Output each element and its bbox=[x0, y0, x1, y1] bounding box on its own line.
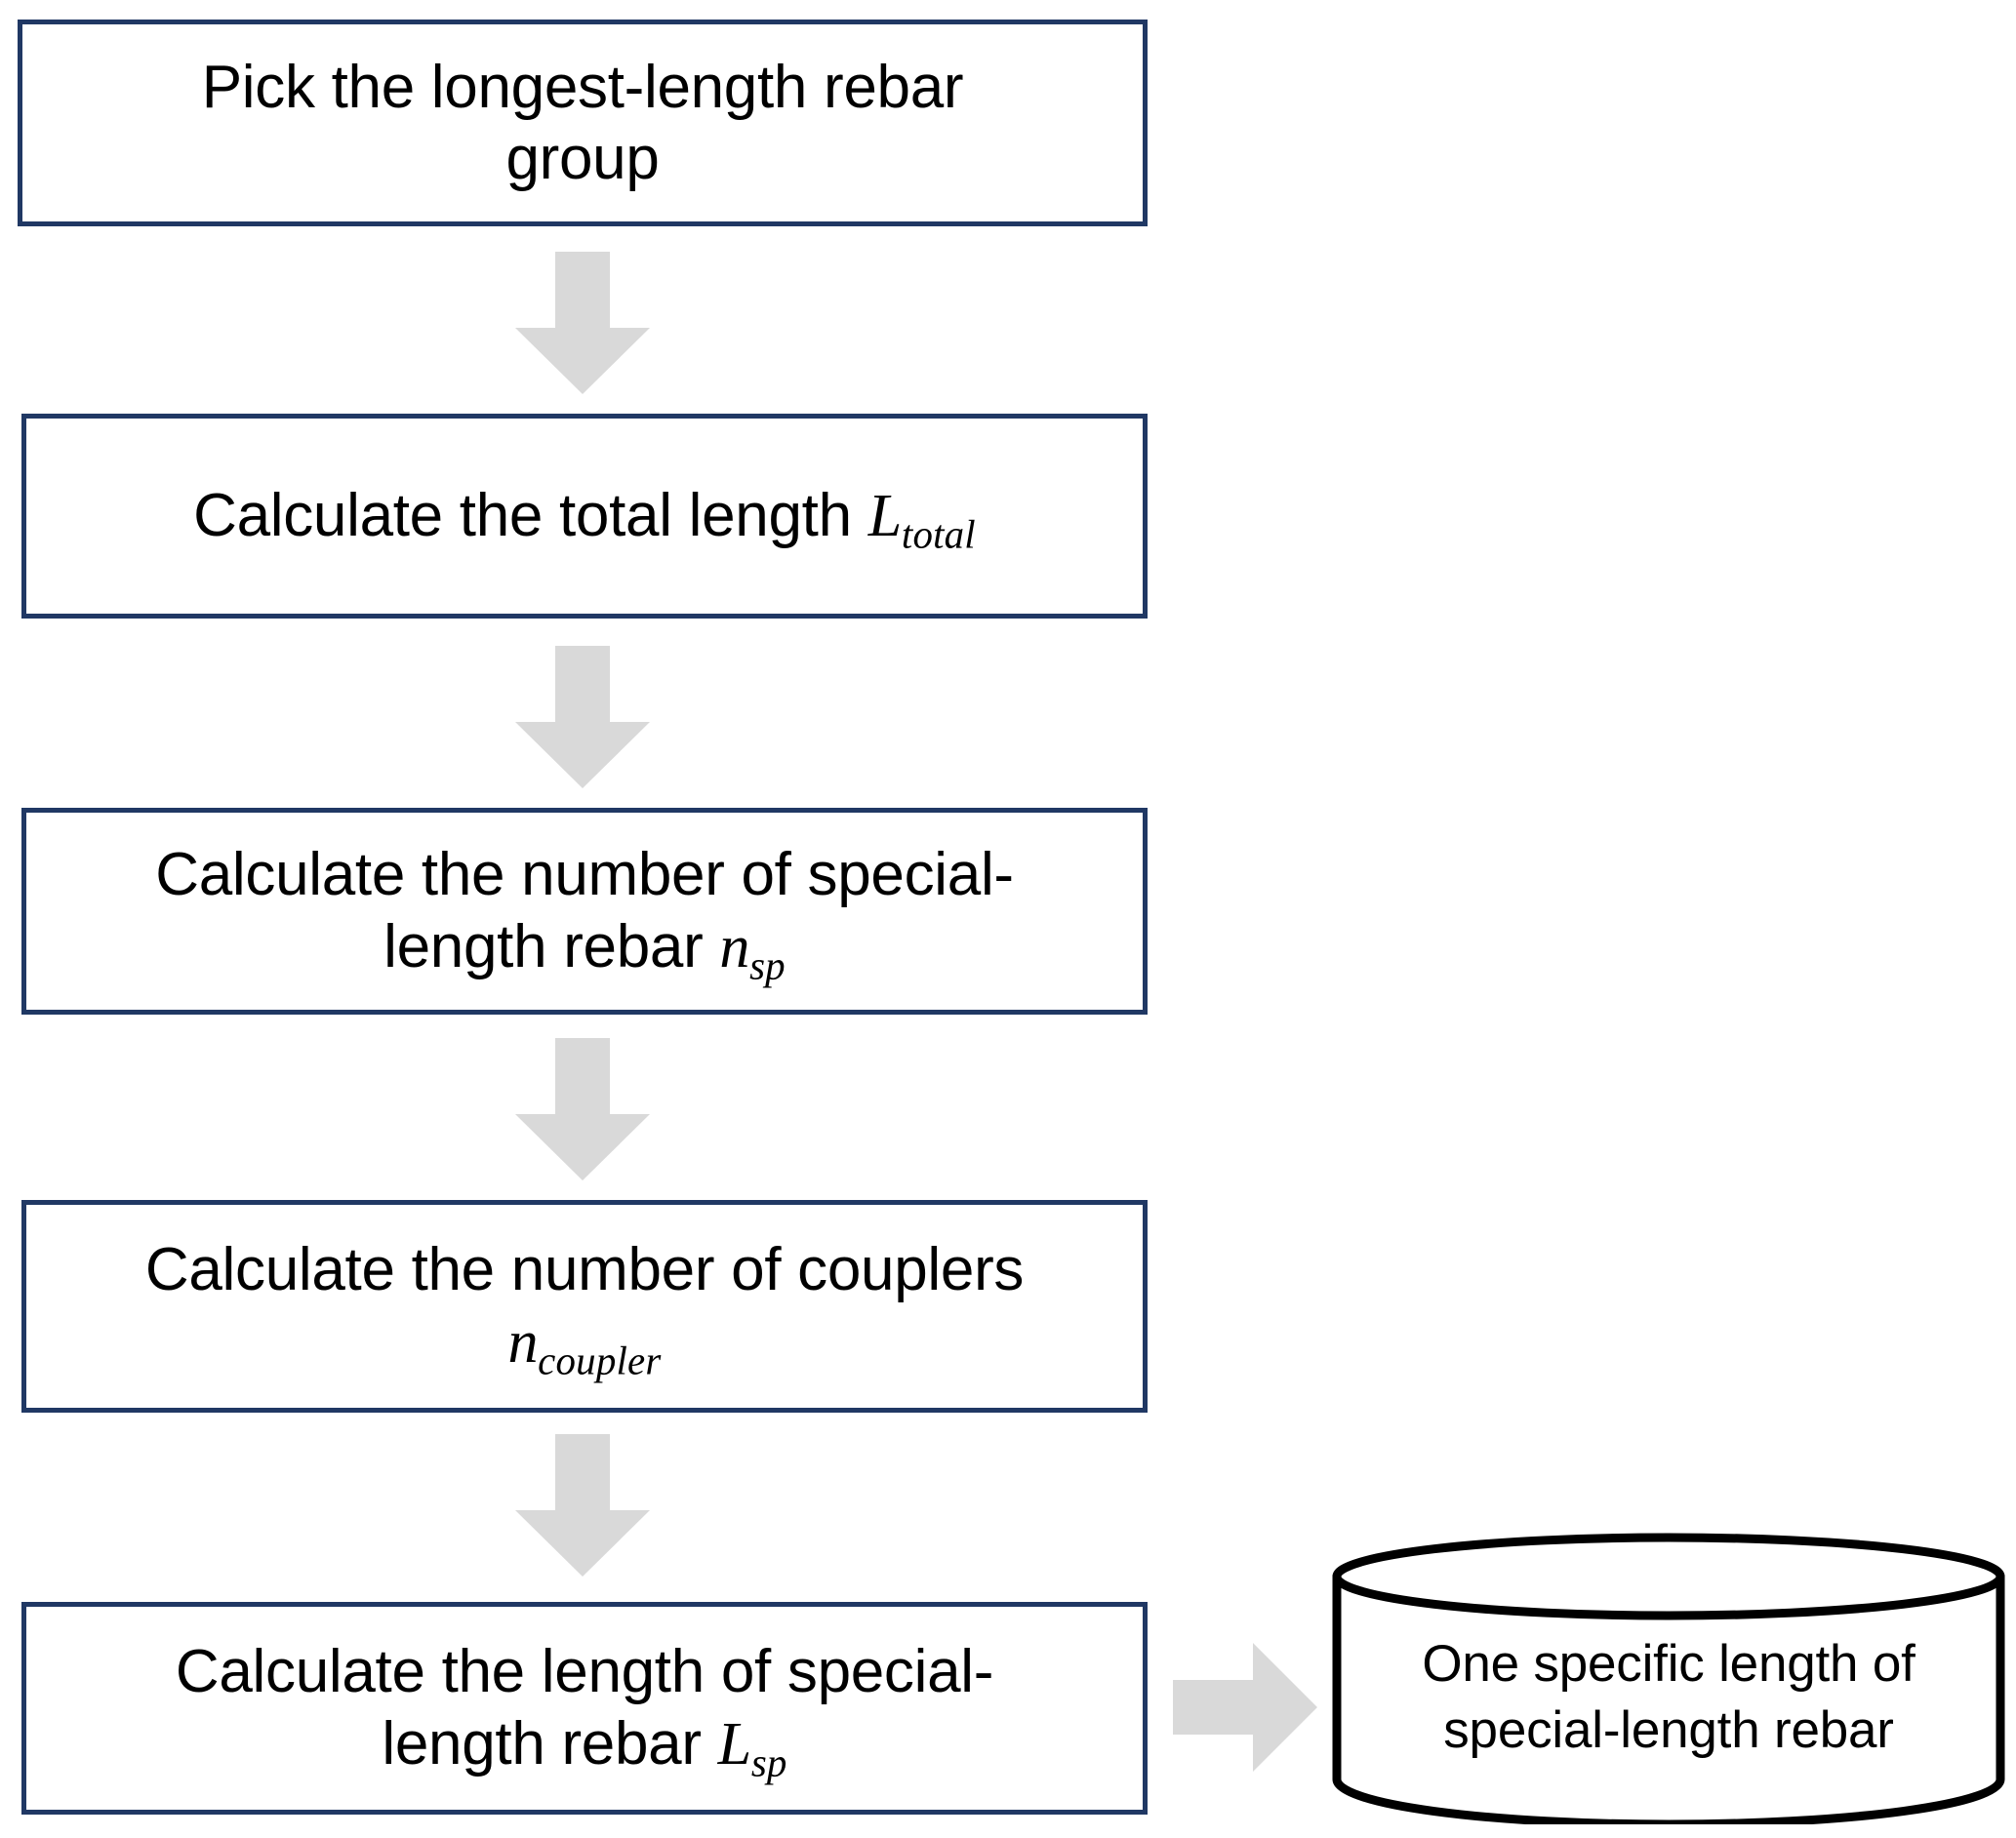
arrow-down-icon-nsp-to-ncoupler bbox=[515, 1038, 650, 1180]
arrow-down-icon-total-to-nsp bbox=[515, 646, 650, 788]
math-subscript-total: total bbox=[901, 512, 976, 557]
arrow-down-icon-pick-to-total bbox=[515, 252, 650, 394]
arrow-right-icon-lsp-to-output bbox=[1173, 1643, 1317, 1772]
flowchart-node-pick-longest-rebar-group[interactable]: Pick the longest-length rebar group bbox=[18, 20, 1148, 226]
node-label-pick: Pick the longest-length rebar group bbox=[201, 53, 964, 192]
math-base-n: n bbox=[507, 1308, 539, 1376]
node-label-lsp-text: Calculate the length of special- length … bbox=[175, 1638, 994, 1778]
math-subscript-sp: sp bbox=[749, 942, 786, 987]
flowchart-node-output-datastore[interactable] bbox=[1329, 1532, 2008, 1824]
math-base-l: L bbox=[867, 482, 902, 549]
node-label-total-text: Calculate the total length bbox=[193, 481, 868, 549]
node-label-output-datastore: One specific length of special-length re… bbox=[1422, 1635, 1915, 1759]
math-subscript-coupler: coupler bbox=[538, 1338, 662, 1382]
math-symbol-l-total: Ltotal bbox=[867, 482, 976, 554]
node-label-ncoupler: Calculate the number of couplers ncouple… bbox=[128, 1234, 1041, 1380]
flowchart-node-calculate-number-special-length-rebar[interactable]: Calculate the number of special- length … bbox=[21, 808, 1148, 1015]
math-symbol-l-sp: Lsp bbox=[717, 1710, 787, 1782]
node-label-total: Calculate the total length Ltotal bbox=[176, 480, 993, 554]
node-label-nsp-text: Calculate the number of special- length … bbox=[155, 841, 1014, 980]
arrow-down-icon-ncoupler-to-lsp bbox=[515, 1434, 650, 1577]
node-label-ncoupler-text: Calculate the number of couplers bbox=[144, 1236, 1025, 1304]
math-symbol-n-coupler: ncoupler bbox=[507, 1308, 661, 1380]
math-base-l: L bbox=[717, 1710, 751, 1778]
flowchart-node-calculate-total-length[interactable]: Calculate the total length Ltotal bbox=[21, 414, 1148, 619]
node-label-lsp: Calculate the length of special- length … bbox=[158, 1636, 1011, 1782]
math-base-n: n bbox=[719, 913, 750, 980]
flowchart-node-calculate-length-special-length-rebar[interactable]: Calculate the length of special- length … bbox=[21, 1602, 1148, 1815]
flowchart-node-calculate-number-couplers[interactable]: Calculate the number of couplers ncouple… bbox=[21, 1200, 1148, 1413]
math-subscript-sp: sp bbox=[750, 1739, 787, 1784]
math-symbol-n-sp: nsp bbox=[719, 913, 785, 985]
node-label-nsp: Calculate the number of special- length … bbox=[138, 839, 1031, 985]
